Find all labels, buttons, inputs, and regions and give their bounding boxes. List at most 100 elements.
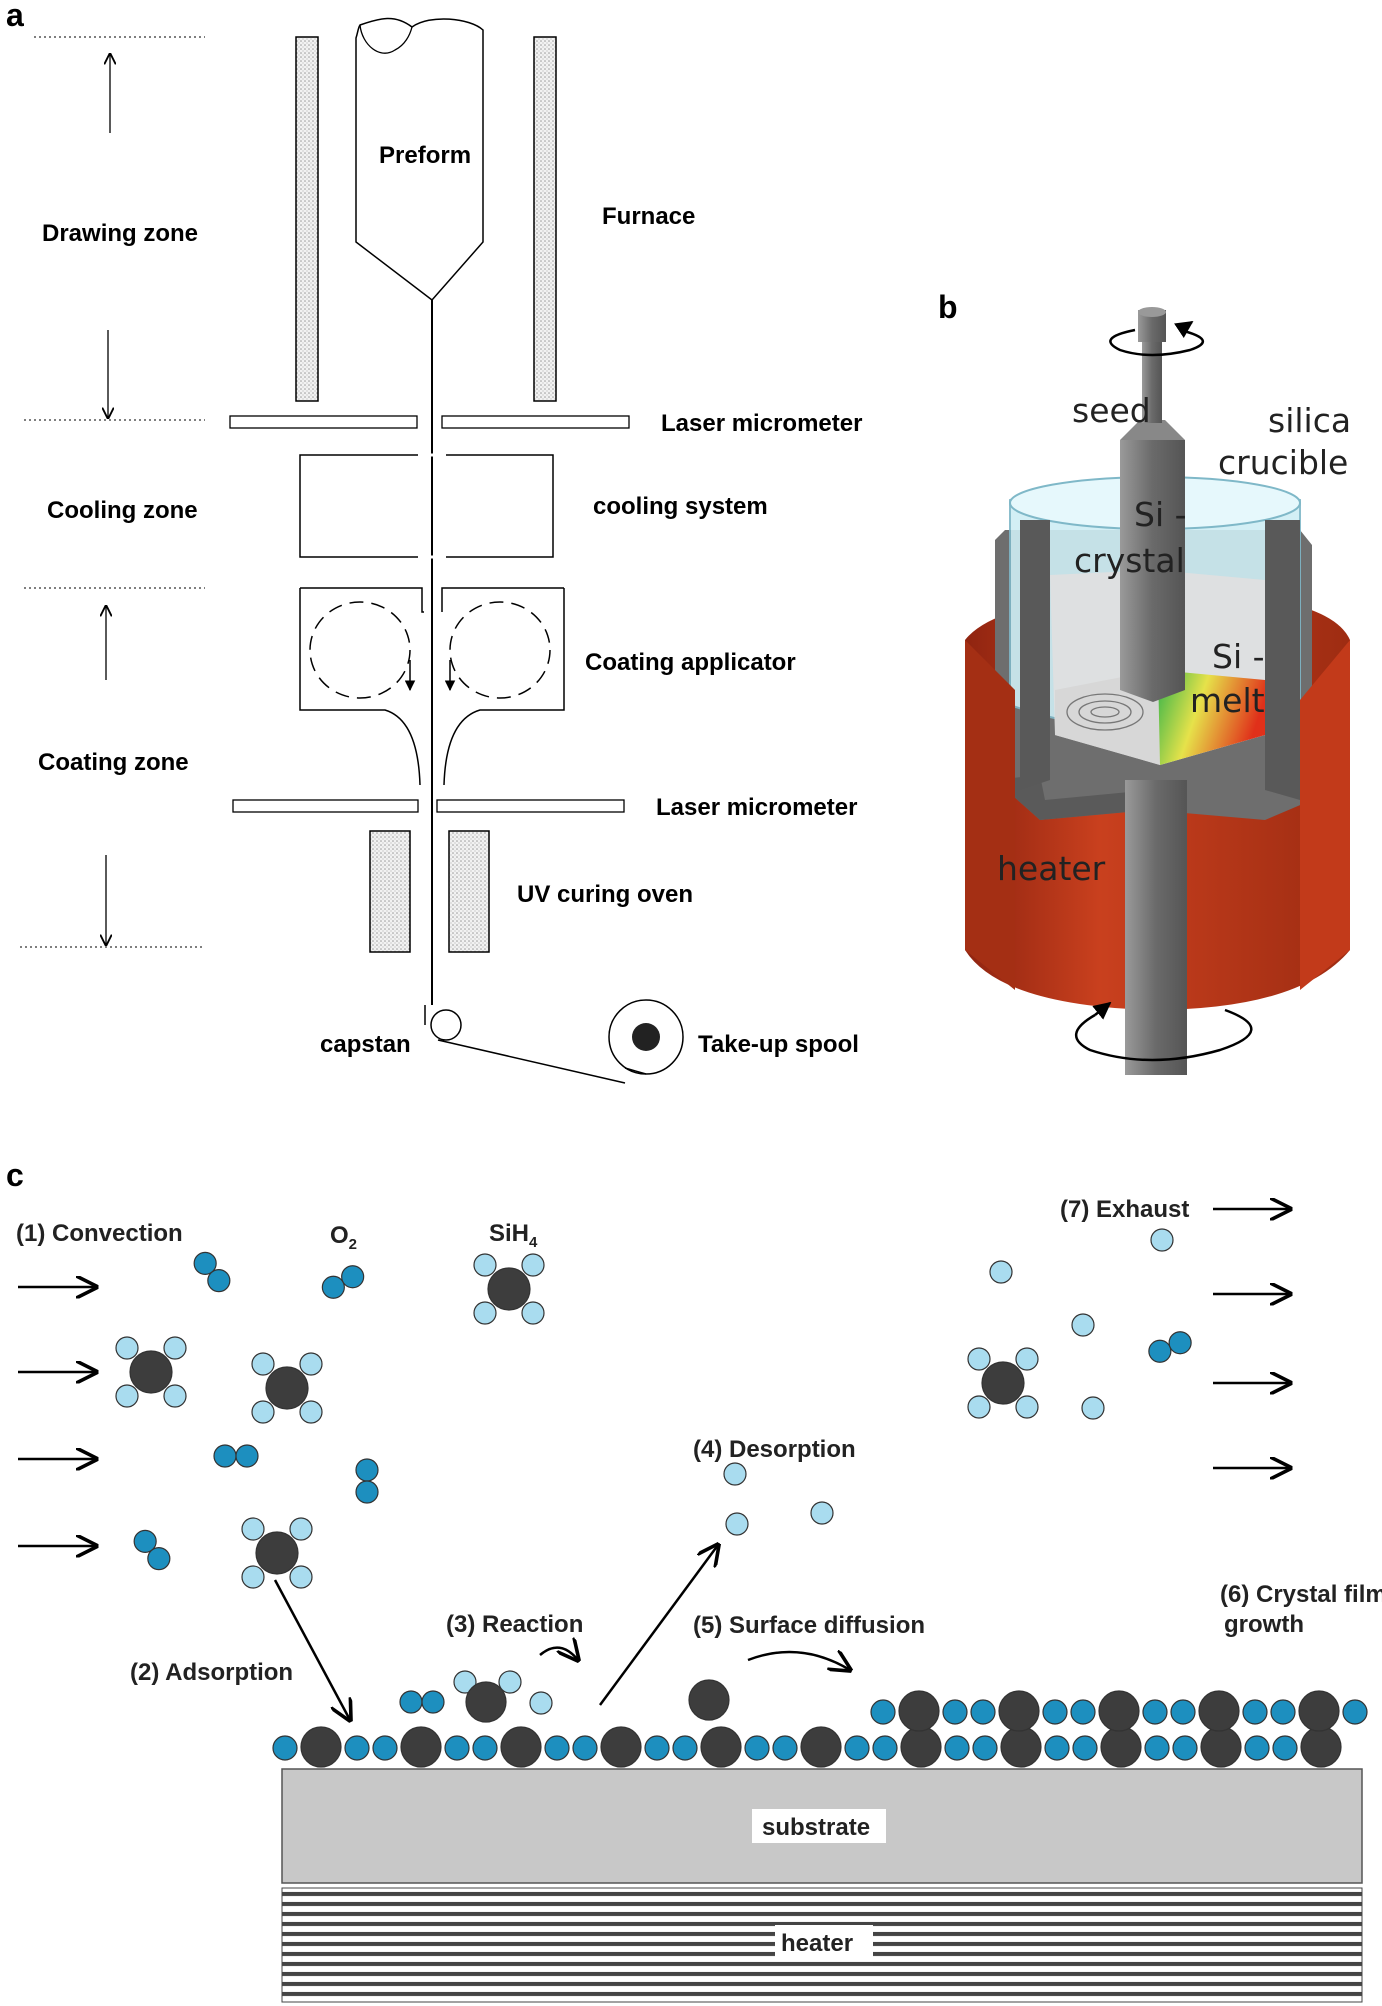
oxygen-atom xyxy=(1168,1331,1192,1355)
hydrogen-atom xyxy=(289,1565,313,1589)
oxygen-atom xyxy=(193,1251,217,1275)
silicon-atom xyxy=(688,1679,730,1721)
panel-b: b xyxy=(938,289,1351,1075)
film-silicon-atom xyxy=(998,1690,1040,1732)
reaction-label: (3) Reaction xyxy=(446,1611,583,1638)
silicon-atom xyxy=(129,1350,173,1394)
oxygen-atom xyxy=(355,1458,379,1482)
heater-c-label-bg xyxy=(775,1925,873,1959)
hydrogen-atom xyxy=(241,1565,265,1589)
hydrogen-atom xyxy=(473,1253,497,1277)
capstan-wheel xyxy=(430,1009,462,1041)
rotation-arrows xyxy=(1075,320,1253,1062)
crystal-film-label-2: growth xyxy=(1224,1611,1304,1638)
take-up-spool-label: Take-up spool xyxy=(698,1031,859,1058)
film-silicon-atom xyxy=(900,1726,942,1768)
cooling-system-box xyxy=(299,454,554,558)
hydrogen-atom xyxy=(299,1400,323,1424)
si-melt-label-2: melt xyxy=(1190,681,1265,720)
film-oxygen-atom xyxy=(272,1735,298,1761)
film-silicon-atom xyxy=(1298,1690,1340,1732)
drawing-zone-label: Drawing zone xyxy=(42,220,198,247)
silica-label: silica xyxy=(1268,401,1351,440)
hydrogen-atom xyxy=(723,1462,747,1486)
hydrogen-atom xyxy=(241,1517,265,1541)
film-oxygen-atom xyxy=(1042,1699,1068,1725)
molecules xyxy=(115,1228,1368,1768)
oxygen-atom xyxy=(1148,1339,1172,1363)
hydrogen-atom xyxy=(967,1395,991,1419)
si-crystal-label-1: Si - xyxy=(1134,495,1187,534)
hydrogen-atom xyxy=(163,1336,187,1360)
desorption-label: (4) Desorption xyxy=(693,1436,856,1463)
si-crystal xyxy=(1120,440,1185,702)
film-oxygen-atom xyxy=(872,1735,898,1761)
uv-curing-oven-label: UV curing oven xyxy=(517,881,693,908)
si-melt-label-1: Si - xyxy=(1212,637,1265,676)
panel-a-letter: a xyxy=(6,0,24,33)
si-melt-gradient xyxy=(1158,670,1265,765)
furnace-label: Furnace xyxy=(602,203,695,230)
panel-b-letter: b xyxy=(938,289,958,325)
crucible-label: crucible xyxy=(1218,443,1348,482)
film-oxygen-atom xyxy=(1244,1735,1270,1761)
hydrogen-atom xyxy=(989,1260,1013,1284)
hydrogen-atom xyxy=(529,1691,553,1715)
film-oxygen-atom xyxy=(1272,1735,1298,1761)
oxygen-atom xyxy=(421,1690,445,1714)
film-oxygen-atom xyxy=(972,1735,998,1761)
film-silicon-atom xyxy=(1100,1726,1142,1768)
film-oxygen-atom xyxy=(970,1699,996,1725)
hydrogen-atom xyxy=(1150,1228,1174,1252)
preform xyxy=(355,17,484,302)
hydrogen-atom xyxy=(810,1501,834,1525)
hydrogen-atom xyxy=(473,1301,497,1325)
oxygen-atom xyxy=(213,1444,237,1468)
oxygen-atom xyxy=(235,1444,259,1468)
laser-micrometer-bottom-label: Laser micrometer xyxy=(656,794,857,821)
silicon-atom xyxy=(465,1681,507,1723)
support-rod xyxy=(1125,780,1187,1075)
zone-arrows xyxy=(106,54,110,945)
hydrogen-atom xyxy=(498,1670,522,1694)
film-silicon-atom xyxy=(1198,1690,1240,1732)
heater-label-b: heater xyxy=(997,849,1106,888)
film-oxygen-atom xyxy=(644,1735,670,1761)
panel-c-letter: c xyxy=(6,1157,24,1193)
film-silicon-atom xyxy=(600,1726,642,1768)
hydrogen-atom xyxy=(1015,1395,1039,1419)
oxygen-atom xyxy=(341,1265,365,1289)
film-oxygen-atom xyxy=(572,1735,598,1761)
oxygen-atom xyxy=(321,1275,345,1299)
hydrogen-atom xyxy=(521,1301,545,1325)
convection-label: (1) Convection xyxy=(16,1220,183,1247)
seed-label: seed xyxy=(1072,391,1151,430)
hydrogen-atom xyxy=(453,1670,477,1694)
surface-diffusion-label: (5) Surface diffusion xyxy=(693,1612,925,1639)
flow-arrows xyxy=(18,1209,1290,1720)
film-oxygen-atom xyxy=(1144,1735,1170,1761)
film-silicon-atom xyxy=(898,1690,940,1732)
film-silicon-atom xyxy=(700,1726,742,1768)
take-up-spool-hub xyxy=(632,1023,660,1051)
film-silicon-atom xyxy=(800,1726,842,1768)
preform-label: Preform xyxy=(379,142,471,169)
hydrogen-atom xyxy=(289,1517,313,1541)
sih4-label: SiH4 xyxy=(489,1220,538,1251)
film-oxygen-atom xyxy=(844,1735,870,1761)
film-oxygen-atom xyxy=(544,1735,570,1761)
hydrogen-atom xyxy=(967,1347,991,1371)
film-silicon-atom xyxy=(300,1726,342,1768)
film-oxygen-atom xyxy=(472,1735,498,1761)
film-oxygen-atom xyxy=(444,1735,470,1761)
coating-applicator-label: Coating applicator xyxy=(585,649,796,676)
panel-c: c (1) Convection O2 SiH4 (7) xyxy=(6,1157,1382,2003)
film-oxygen-atom xyxy=(1172,1735,1198,1761)
cooling-system-label: cooling system xyxy=(593,493,768,520)
cooling-zone-label: Cooling zone xyxy=(47,497,198,524)
adsorption-label: (2) Adsorption xyxy=(130,1659,293,1686)
hydrogen-atom xyxy=(163,1384,187,1408)
film-oxygen-atom xyxy=(772,1735,798,1761)
hydrogen-atom xyxy=(299,1352,323,1376)
film-oxygen-atom xyxy=(1242,1699,1268,1725)
